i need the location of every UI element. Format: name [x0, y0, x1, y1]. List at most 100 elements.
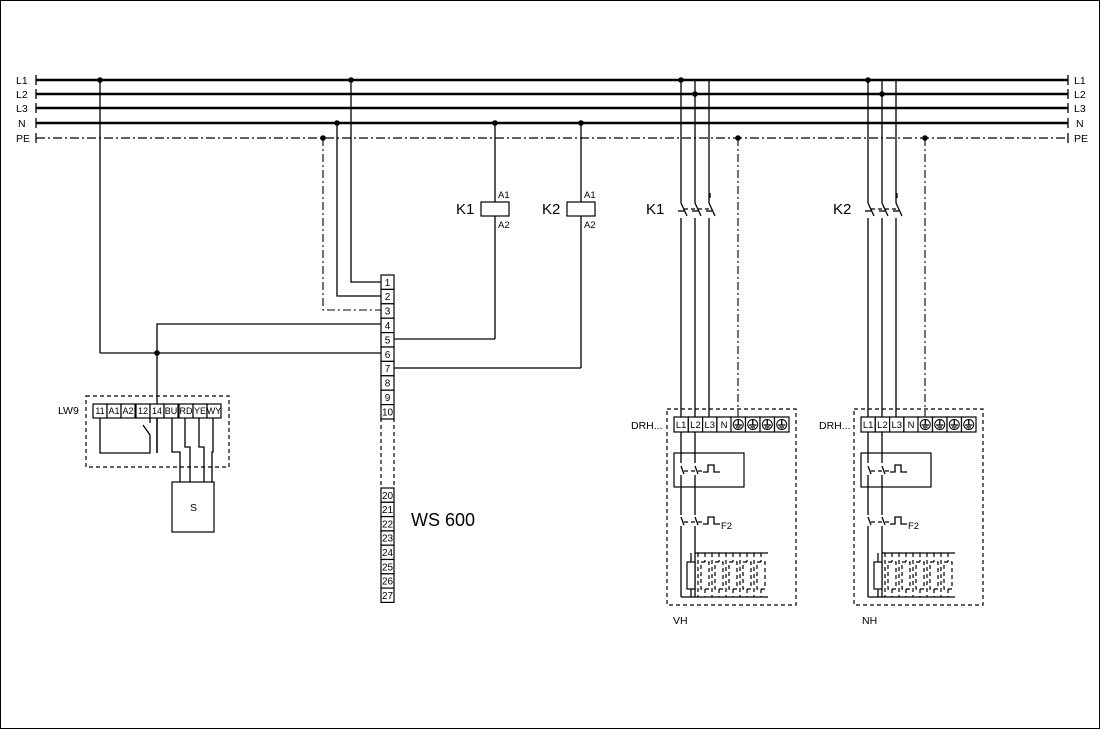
lw9-label: LW9	[58, 405, 79, 417]
relay-k2-a2: A2	[584, 220, 596, 231]
sensor-s-box	[171, 481, 215, 533]
drh-nh-f1-box	[860, 452, 932, 488]
supply-bus: L1 L2 L3 N PE L1 L2 L3 N PE	[16, 75, 1088, 145]
drh-vh-terminal-l3-label: L3	[704, 420, 715, 431]
ws600-terminal-10-label: 10	[382, 407, 394, 418]
heater-element-icon	[681, 552, 768, 598]
relay-k2-label: K2	[542, 201, 560, 218]
drh-vh-unit-label: VH	[673, 615, 688, 627]
drh-nh-terminal-n-label: N	[908, 420, 915, 431]
sensor-cable	[171, 418, 214, 482]
lw9-internal-contact	[99, 418, 151, 454]
ws600-terminal-25-label: 25	[382, 562, 394, 573]
contactor-k2-label: K2	[833, 201, 851, 218]
ws600-terminal-25: 25	[380, 558, 395, 575]
ws600-terminal-4: 4	[380, 317, 395, 334]
ground-icon	[730, 416, 747, 433]
ws600-terminal-20: 20	[380, 487, 395, 503]
drh-nh-terminal-n: N	[903, 416, 919, 433]
ws600-terminal-23-label: 23	[382, 534, 394, 545]
contactor-k2-pole-3	[893, 80, 903, 426]
ws600-terminal-7: 7	[380, 360, 395, 377]
sensor-s-label: S	[190, 502, 197, 514]
ws600-terminal-4-label: 4	[385, 321, 391, 332]
wire-n-to-term2	[336, 123, 381, 297]
ws600-terminal-21: 21	[380, 501, 395, 518]
lw9-terminal-ye-label: YE	[194, 406, 206, 416]
drh-nh-terminal-l1-label: L1	[863, 420, 874, 431]
ws600-terminal-5-label: 5	[385, 335, 391, 346]
bus-label-right-l3: L3	[1074, 103, 1086, 115]
drh-vh-terminal-n: N	[716, 416, 732, 433]
lw9-terminal-a2-label: A2	[122, 406, 133, 416]
drh-vh-terminal-l1: L1	[673, 416, 689, 433]
ws600-terminal-3-label: 3	[385, 307, 391, 318]
ws600-terminal-10: 10	[380, 404, 395, 420]
ws600-terminal-23: 23	[380, 530, 395, 546]
relay-k1: K1 A1 A2	[456, 123, 510, 339]
ws600-terminal-27-label: 27	[382, 591, 394, 602]
drh-nh-enclosure	[853, 408, 984, 606]
lw9-terminal-11: 11	[92, 403, 108, 419]
drh-nh-unit-label: NH	[862, 615, 877, 627]
bus-label-left-l3: L3	[16, 103, 28, 115]
relay-k1-coil	[480, 201, 510, 217]
lw9-terminal-14: 14	[149, 403, 165, 419]
drh-vh-terminal-n-label: N	[721, 420, 728, 431]
relay-k1-a2: A2	[498, 220, 510, 231]
ws600-terminal-1-label: 1	[385, 278, 391, 289]
ws600-terminal-24: 24	[380, 544, 395, 561]
ws600-terminal-8: 8	[380, 375, 395, 391]
drh-vh-terminal-l3: L3	[701, 416, 718, 433]
heater-element-icon	[868, 552, 955, 598]
relay-k1-a1: A1	[498, 190, 510, 201]
lw9-terminal-12: 12	[135, 403, 151, 419]
bus-label-right-l1: L1	[1074, 75, 1086, 87]
ws600-terminal-20-label: 20	[382, 491, 394, 502]
ws600-terminal-22-label: 22	[382, 519, 394, 530]
drh-nh-f2-label: F2	[908, 521, 919, 532]
bus-label-right-pe: PE	[1074, 133, 1088, 145]
ws600-terminal-24-label: 24	[382, 548, 394, 559]
lw9-terminal-a2: A2	[120, 403, 136, 419]
ws600-terminal-3: 3	[380, 303, 395, 319]
ws600-terminal-1: 1	[380, 274, 395, 290]
lw9-terminal-bu: BU	[163, 403, 179, 419]
drh-nh-terminal-l1: L1	[860, 416, 876, 433]
lw9-terminal-bu-label: BU	[165, 406, 178, 416]
ws600-terminal-9: 9	[380, 389, 395, 406]
drh-vh-terminal-l1-label: L1	[676, 420, 687, 431]
lw9-terminal-ye: YE	[192, 403, 208, 419]
contactor-k1: K1	[646, 80, 716, 426]
lw9-terminal-a1-label: A1	[108, 406, 119, 416]
contactor-k1-label: K1	[646, 201, 664, 218]
ground-icon	[744, 416, 761, 433]
ws600-terminal-26-label: 26	[382, 577, 394, 588]
wire-l1-to-term6	[99, 80, 381, 354]
drh-nh-terminal-l2-label: L2	[877, 420, 888, 431]
drh-nh-terminal-l3: L3	[888, 416, 905, 433]
lw9-terminal-wy-label: WY	[207, 406, 222, 416]
lw9-terminal-14-label: 14	[152, 406, 162, 416]
ws600-terminal-26: 26	[380, 573, 395, 589]
drh-vh-terminal-l2: L2	[687, 416, 704, 433]
lw9-terminal-12-label: 12	[138, 406, 148, 416]
ws600-terminal-8-label: 8	[385, 379, 391, 390]
ws600-wiring	[99, 80, 581, 453]
ground-icon	[759, 416, 776, 433]
ground-icon	[960, 416, 977, 433]
bus-label-left-l2: L2	[16, 89, 28, 101]
lw9-terminal-rd-label: RD	[180, 406, 193, 416]
ws600-terminal-6-label: 6	[385, 350, 391, 361]
ws600-terminal-21-label: 21	[382, 505, 394, 516]
ws600-terminal-2-label: 2	[385, 292, 391, 303]
bus-label-right-l2: L2	[1074, 89, 1086, 101]
wire-l1-to-term1	[350, 80, 381, 283]
relay-k2-a1: A1	[584, 190, 596, 201]
ws600-terminal-5: 5	[380, 332, 395, 348]
